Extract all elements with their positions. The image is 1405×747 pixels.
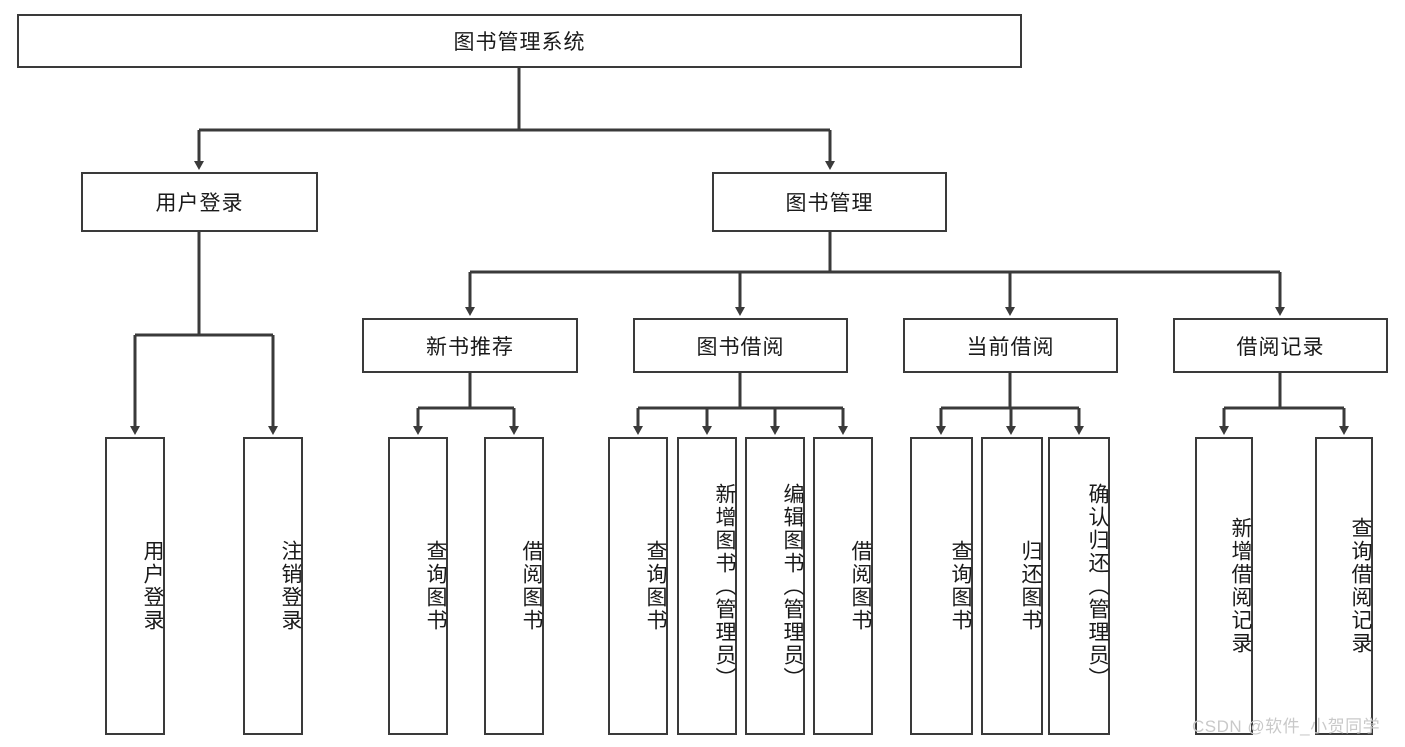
leaf-confirm-return-admin-label: 确认归还（管理员） — [1086, 482, 1109, 690]
leaf-logout-label: 注销登录 — [279, 540, 302, 632]
node-user-login[interactable]: 用户登录 — [81, 172, 318, 232]
leaf-user-login-label: 用户登录 — [141, 540, 164, 632]
node-root[interactable]: 图书管理系统 — [17, 14, 1022, 68]
leaf-logout[interactable]: 注销登录 — [243, 437, 303, 735]
leaf-add-borrow-record[interactable]: 新增借阅记录 — [1195, 437, 1253, 735]
leaf-query-book-rec-label: 查询图书 — [424, 540, 447, 632]
node-book-borrow-label: 图书借阅 — [696, 335, 785, 359]
node-user-login-label: 用户登录 — [155, 192, 244, 215]
leaf-borrow-book-label: 借阅图书 — [849, 540, 872, 632]
node-book-borrow[interactable]: 图书借阅 — [633, 318, 848, 373]
leaf-borrow-book[interactable]: 借阅图书 — [813, 437, 873, 735]
node-borrow-record-label: 借阅记录 — [1236, 335, 1325, 359]
leaf-query-book-current-label: 查询图书 — [949, 540, 972, 632]
node-book-management[interactable]: 图书管理 — [712, 172, 947, 232]
leaf-edit-book-admin-label: 编辑图书（管理员） — [781, 482, 804, 690]
node-new-book-recommend-label: 新书推荐 — [426, 335, 514, 359]
leaf-borrow-book-rec[interactable]: 借阅图书 — [484, 437, 544, 735]
leaf-return-book-label: 归还图书 — [1019, 540, 1042, 632]
leaf-query-borrow-record[interactable]: 查询借阅记录 — [1315, 437, 1373, 735]
leaf-add-book-admin[interactable]: 新增图书（管理员） — [677, 437, 737, 735]
node-borrow-record[interactable]: 借阅记录 — [1173, 318, 1388, 373]
leaf-query-borrow-record-label: 查询借阅记录 — [1349, 517, 1372, 655]
node-root-label: 图书管理系统 — [453, 31, 586, 54]
node-current-borrow-label: 当前借阅 — [966, 335, 1055, 359]
leaf-add-book-admin-label: 新增图书（管理员） — [713, 482, 736, 690]
leaf-user-login[interactable]: 用户登录 — [105, 437, 165, 735]
leaf-borrow-book-rec-label: 借阅图书 — [520, 540, 543, 632]
leaf-query-book-label: 查询图书 — [644, 540, 667, 632]
leaf-add-borrow-record-label: 新增借阅记录 — [1229, 517, 1252, 655]
leaf-edit-book-admin[interactable]: 编辑图书（管理员） — [745, 437, 805, 735]
watermark: CSDN @软件_小贺同学 — [1192, 717, 1381, 736]
node-new-book-recommend[interactable]: 新书推荐 — [362, 318, 578, 373]
node-book-management-label: 图书管理 — [785, 192, 874, 215]
leaf-return-book[interactable]: 归还图书 — [981, 437, 1043, 735]
leaf-query-book[interactable]: 查询图书 — [608, 437, 668, 735]
node-current-borrow[interactable]: 当前借阅 — [903, 318, 1118, 373]
leaf-query-book-rec[interactable]: 查询图书 — [388, 437, 448, 735]
leaf-confirm-return-admin[interactable]: 确认归还（管理员） — [1048, 437, 1110, 735]
leaf-query-book-current[interactable]: 查询图书 — [910, 437, 973, 735]
